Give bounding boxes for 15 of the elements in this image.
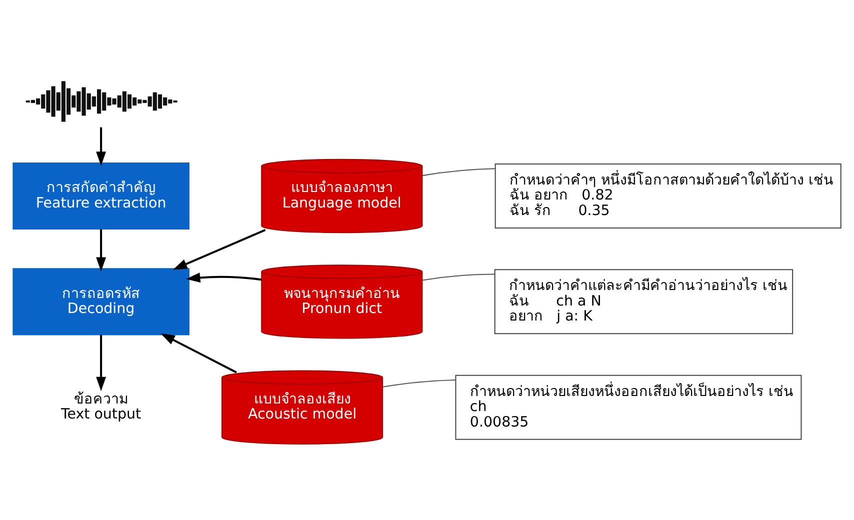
node-box: การสกัดค่าสำคัญ Feature extraction [12, 162, 190, 230]
arrow [186, 272, 262, 283]
node-box: กำหนดว่าหน่วยเสียงหนึ่งออกเสียงได้เป็นอย่างไร เช่น ch 0.00835 [455, 374, 802, 440]
arrow [96, 229, 106, 272]
node-box: กำหนดว่าคำแต่ละคำมีคำอ่านว่าอย่างไร เช่น ฉัน ch a N อยาก j a: K [494, 269, 794, 334]
node-text: ข้อความ Text output [60, 391, 142, 423]
arrow [172, 229, 266, 270]
connector [422, 168, 495, 176]
arrow [96, 334, 106, 392]
connector [422, 274, 495, 281]
connector [382, 380, 456, 388]
arrow [160, 333, 237, 374]
node-box: การถอดรหัส Decoding [12, 268, 190, 336]
arrow [96, 127, 106, 166]
node-box: กำหนดว่าคำๆ หนึ่งมีโอกาสตามด้วยคำใดได้บ้าง เช่น ฉัน อยาก 0.82 ฉัน รัก 0.35 [494, 163, 842, 228]
